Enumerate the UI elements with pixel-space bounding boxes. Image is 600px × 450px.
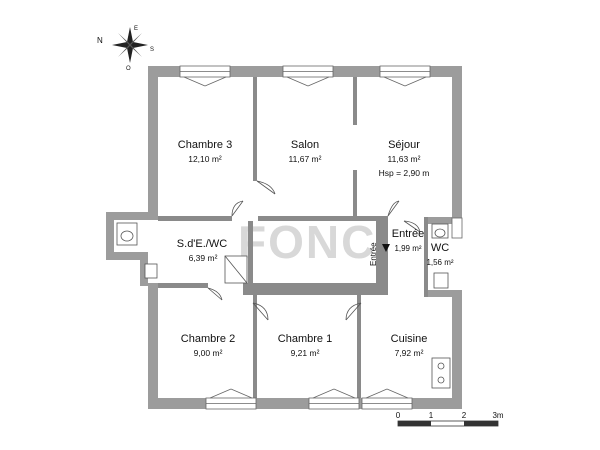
chambre3-name: Chambre 3 [178, 139, 232, 151]
windows [179, 65, 463, 410]
watermark: FONCI [238, 216, 391, 268]
compass-e-label: E [134, 26, 138, 32]
compass-rose: N E S O [97, 26, 154, 72]
room-labels: Chambre 3 12,10 m² Salon 11,67 m² Séjour… [177, 139, 454, 358]
wc-area: 1,56 m² [426, 258, 453, 267]
exterior-walls [106, 66, 462, 409]
compass-n-label: N [97, 36, 103, 45]
chambre3-area: 12,10 m² [188, 154, 222, 164]
toilet-bowl-wc [434, 228, 446, 238]
chambre2-name: Chambre 2 [181, 333, 235, 345]
fixtures [116, 222, 451, 389]
chambre1-name: Chambre 1 [278, 333, 332, 345]
door-swings [207, 180, 421, 321]
salon-area: 11,67 m² [289, 154, 322, 164]
wc-basin [433, 272, 449, 289]
cuisine-name: Cuisine [391, 333, 428, 345]
sejour-area: 11,63 m² [388, 154, 421, 164]
salon-name: Salon [291, 139, 319, 151]
scale-label-1: 1 [429, 411, 434, 420]
toilet-bowl-bath [120, 230, 134, 242]
chambre1-area: 9,21 m² [291, 348, 320, 358]
scale-label-2: 2 [462, 411, 467, 420]
compass-s-label: S [150, 47, 154, 53]
scale-label-0: 0 [396, 411, 401, 420]
wc-name: WC [431, 242, 449, 254]
sejour-height: Hsp = 2,90 m [379, 168, 430, 178]
chambre2-area: 9,00 m² [194, 348, 223, 358]
kitchen-sink [431, 357, 451, 389]
scale-bar: 0 1 2 3m [396, 411, 504, 427]
interior-walls [158, 77, 428, 398]
entrance-arrow: Entrée [369, 242, 390, 266]
entree-name: Entrée [392, 228, 424, 240]
compass-o-label: O [126, 66, 131, 72]
scale-label-3: 3m [492, 411, 503, 420]
entree-area: 1,99 m² [394, 244, 421, 253]
sink [144, 263, 158, 279]
sejour-name: Séjour [388, 139, 420, 151]
sde-wc-area: 6,39 m² [189, 253, 218, 263]
entrance-label: Entrée [369, 242, 378, 266]
cuisine-area: 7,92 m² [395, 348, 424, 358]
sde-wc-name: S.d'E./WC [177, 238, 227, 250]
